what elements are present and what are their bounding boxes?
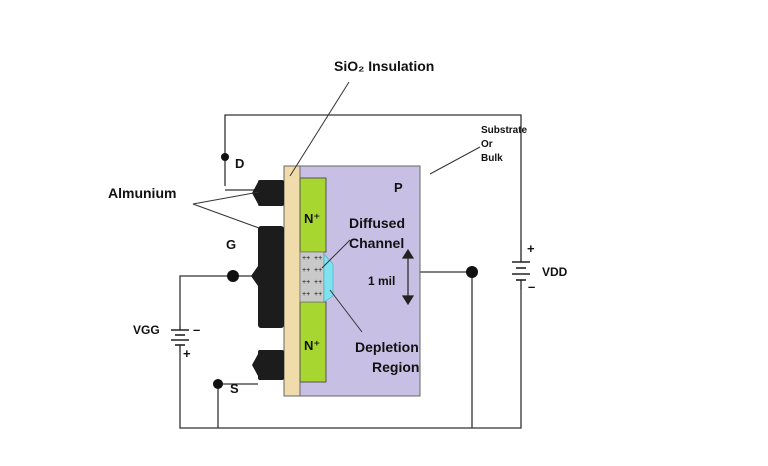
- one-mil-dimension: [401, 248, 415, 306]
- vgg-battery-symbol: [171, 326, 189, 352]
- depletion-label-line2: Region: [372, 359, 419, 375]
- drain-contact: [258, 180, 284, 206]
- sio2-pointer: [289, 81, 350, 177]
- source-label: S: [230, 381, 239, 396]
- vdd-label: VDD: [542, 265, 568, 279]
- substrate-wire: [420, 271, 473, 428]
- source-terminal-dot: [213, 379, 223, 389]
- gate-terminal-dot: [227, 270, 239, 282]
- source-contact-notch: [252, 354, 258, 376]
- svg-text:++: ++: [314, 291, 322, 298]
- oxide-layer: [283, 165, 301, 397]
- pointer-lines: [192, 81, 481, 333]
- n-plus-drain-region: [299, 177, 327, 253]
- channel-charges: ++ ++ ++ ++ ++ ++ ++ ++: [302, 255, 322, 298]
- svg-text:++: ++: [302, 267, 310, 274]
- vdd-battery-symbol: [512, 240, 530, 290]
- terminal-dots: [213, 153, 478, 389]
- n-plus-source-region: [299, 301, 327, 383]
- substrate-label-line1: Substrate: [481, 125, 528, 136]
- almunium-pointer-gate: [192, 203, 260, 229]
- vdd-minus-sign: –: [528, 279, 535, 294]
- metal-contacts: [251, 180, 284, 380]
- sio2-label: SiO₂ Insulation: [334, 58, 434, 74]
- almunium-label: Almunium: [108, 185, 176, 201]
- depletion-pointer: [329, 289, 363, 333]
- svg-text:++: ++: [302, 279, 310, 286]
- vdd-plus-sign: +: [527, 241, 535, 256]
- diffused-channel-label-line1: Diffused: [349, 215, 405, 231]
- p-region-label: P: [394, 180, 403, 195]
- svg-text:++: ++: [302, 255, 310, 262]
- svg-text:++: ++: [302, 291, 310, 298]
- svg-text:++: ++: [314, 255, 322, 262]
- drain-terminal-dot: [221, 153, 229, 161]
- substrate-pointer: [429, 146, 481, 175]
- svg-text:++: ++: [314, 279, 322, 286]
- vgg-plus-sign: +: [183, 346, 191, 361]
- drain-top-wire: [224, 114, 522, 240]
- one-mil-label: 1 mil: [368, 274, 395, 288]
- substrate-terminal-dot: [466, 266, 478, 278]
- depletion-label-line1: Depletion: [355, 339, 419, 355]
- source-contact: [258, 350, 284, 380]
- diffused-channel-pointer: [321, 239, 351, 269]
- diffused-channel-region: [299, 251, 325, 303]
- diffused-channel-label-line2: Channel: [349, 235, 404, 251]
- gate-wire: [179, 275, 258, 326]
- svg-text:++: ++: [314, 267, 322, 274]
- n-plus-bottom-label: N⁺: [304, 338, 320, 353]
- gate-contact: [258, 226, 284, 328]
- vdd-bottom-wire: [179, 290, 522, 429]
- gate-label: G: [226, 237, 236, 252]
- substrate-label-line2: Or: [481, 139, 493, 150]
- almunium-pointer-drain: [192, 191, 260, 205]
- drain-label: D: [235, 156, 244, 171]
- n-plus-top-label: N⁺: [304, 211, 320, 226]
- vgg-minus-sign: –: [193, 322, 200, 337]
- gate-contact-notch: [251, 266, 258, 286]
- substrate-label-line3: Bulk: [481, 153, 503, 164]
- vgg-label: VGG: [133, 323, 160, 337]
